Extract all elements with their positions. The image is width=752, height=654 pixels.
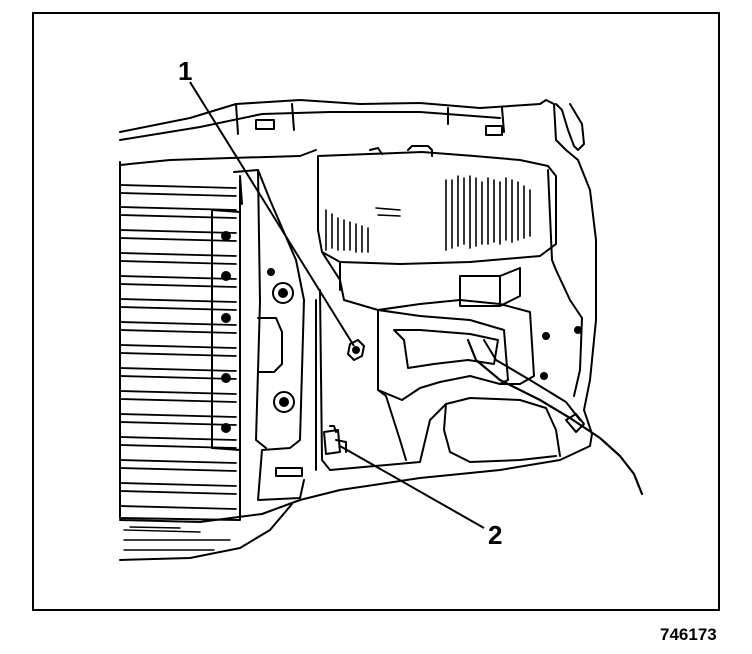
radiator-support-top <box>119 149 317 166</box>
wiring-connector <box>565 413 585 433</box>
fender-holes <box>540 326 582 380</box>
upper-slot-right <box>485 125 503 136</box>
upper-slot <box>255 119 275 130</box>
fender-edge <box>539 99 597 447</box>
hood-inner-edge <box>119 111 501 141</box>
hex-bolt-upper <box>272 282 294 304</box>
callout-2-leader <box>339 445 485 529</box>
bracket-hole <box>267 268 275 276</box>
lamp-mount-box <box>377 309 509 401</box>
bumper-lower-curve <box>119 503 293 561</box>
hood-edge <box>119 99 541 133</box>
headlamp-housing <box>317 151 557 265</box>
bumper-upper-edge <box>119 445 591 523</box>
retainer-clip <box>323 425 341 455</box>
lamp-mount-block <box>459 267 521 307</box>
fender-inner-edge <box>555 103 585 151</box>
lower-support-side <box>377 389 407 461</box>
callout-2: 2 <box>339 445 502 550</box>
callout-2-label: 2 <box>488 520 502 550</box>
hex-bolt-lower <box>273 391 295 413</box>
grille-mount-bolts <box>221 231 231 433</box>
bracket-slot <box>275 467 303 477</box>
lamp-mount-opening <box>393 329 499 369</box>
vehicle-front-illustration <box>119 99 644 561</box>
adjuster-nut <box>347 339 365 361</box>
headlamp-bracket-inner <box>239 169 267 449</box>
lower-support <box>329 397 561 471</box>
figure-frame <box>32 12 720 611</box>
inner-panel-lines <box>315 261 341 471</box>
callout-1-label: 1 <box>178 56 192 86</box>
fender-trim <box>547 169 583 397</box>
bracket-tab <box>257 317 283 373</box>
headlamp-top-clip <box>369 145 433 157</box>
lower-support-inner <box>443 403 557 463</box>
grille-mount-strip <box>211 209 241 451</box>
headlamp-bracket-left <box>233 169 305 501</box>
callout-1-leader <box>189 81 355 347</box>
bumper-shading <box>123 526 231 551</box>
upper-panel-lines <box>235 103 505 135</box>
headlamp-lens-hatching <box>325 175 531 253</box>
figure-number: 746173 <box>660 625 717 644</box>
wiring-harness-branch <box>483 339 581 421</box>
callout-1: 1 <box>178 56 355 347</box>
grille-bars <box>119 184 237 510</box>
